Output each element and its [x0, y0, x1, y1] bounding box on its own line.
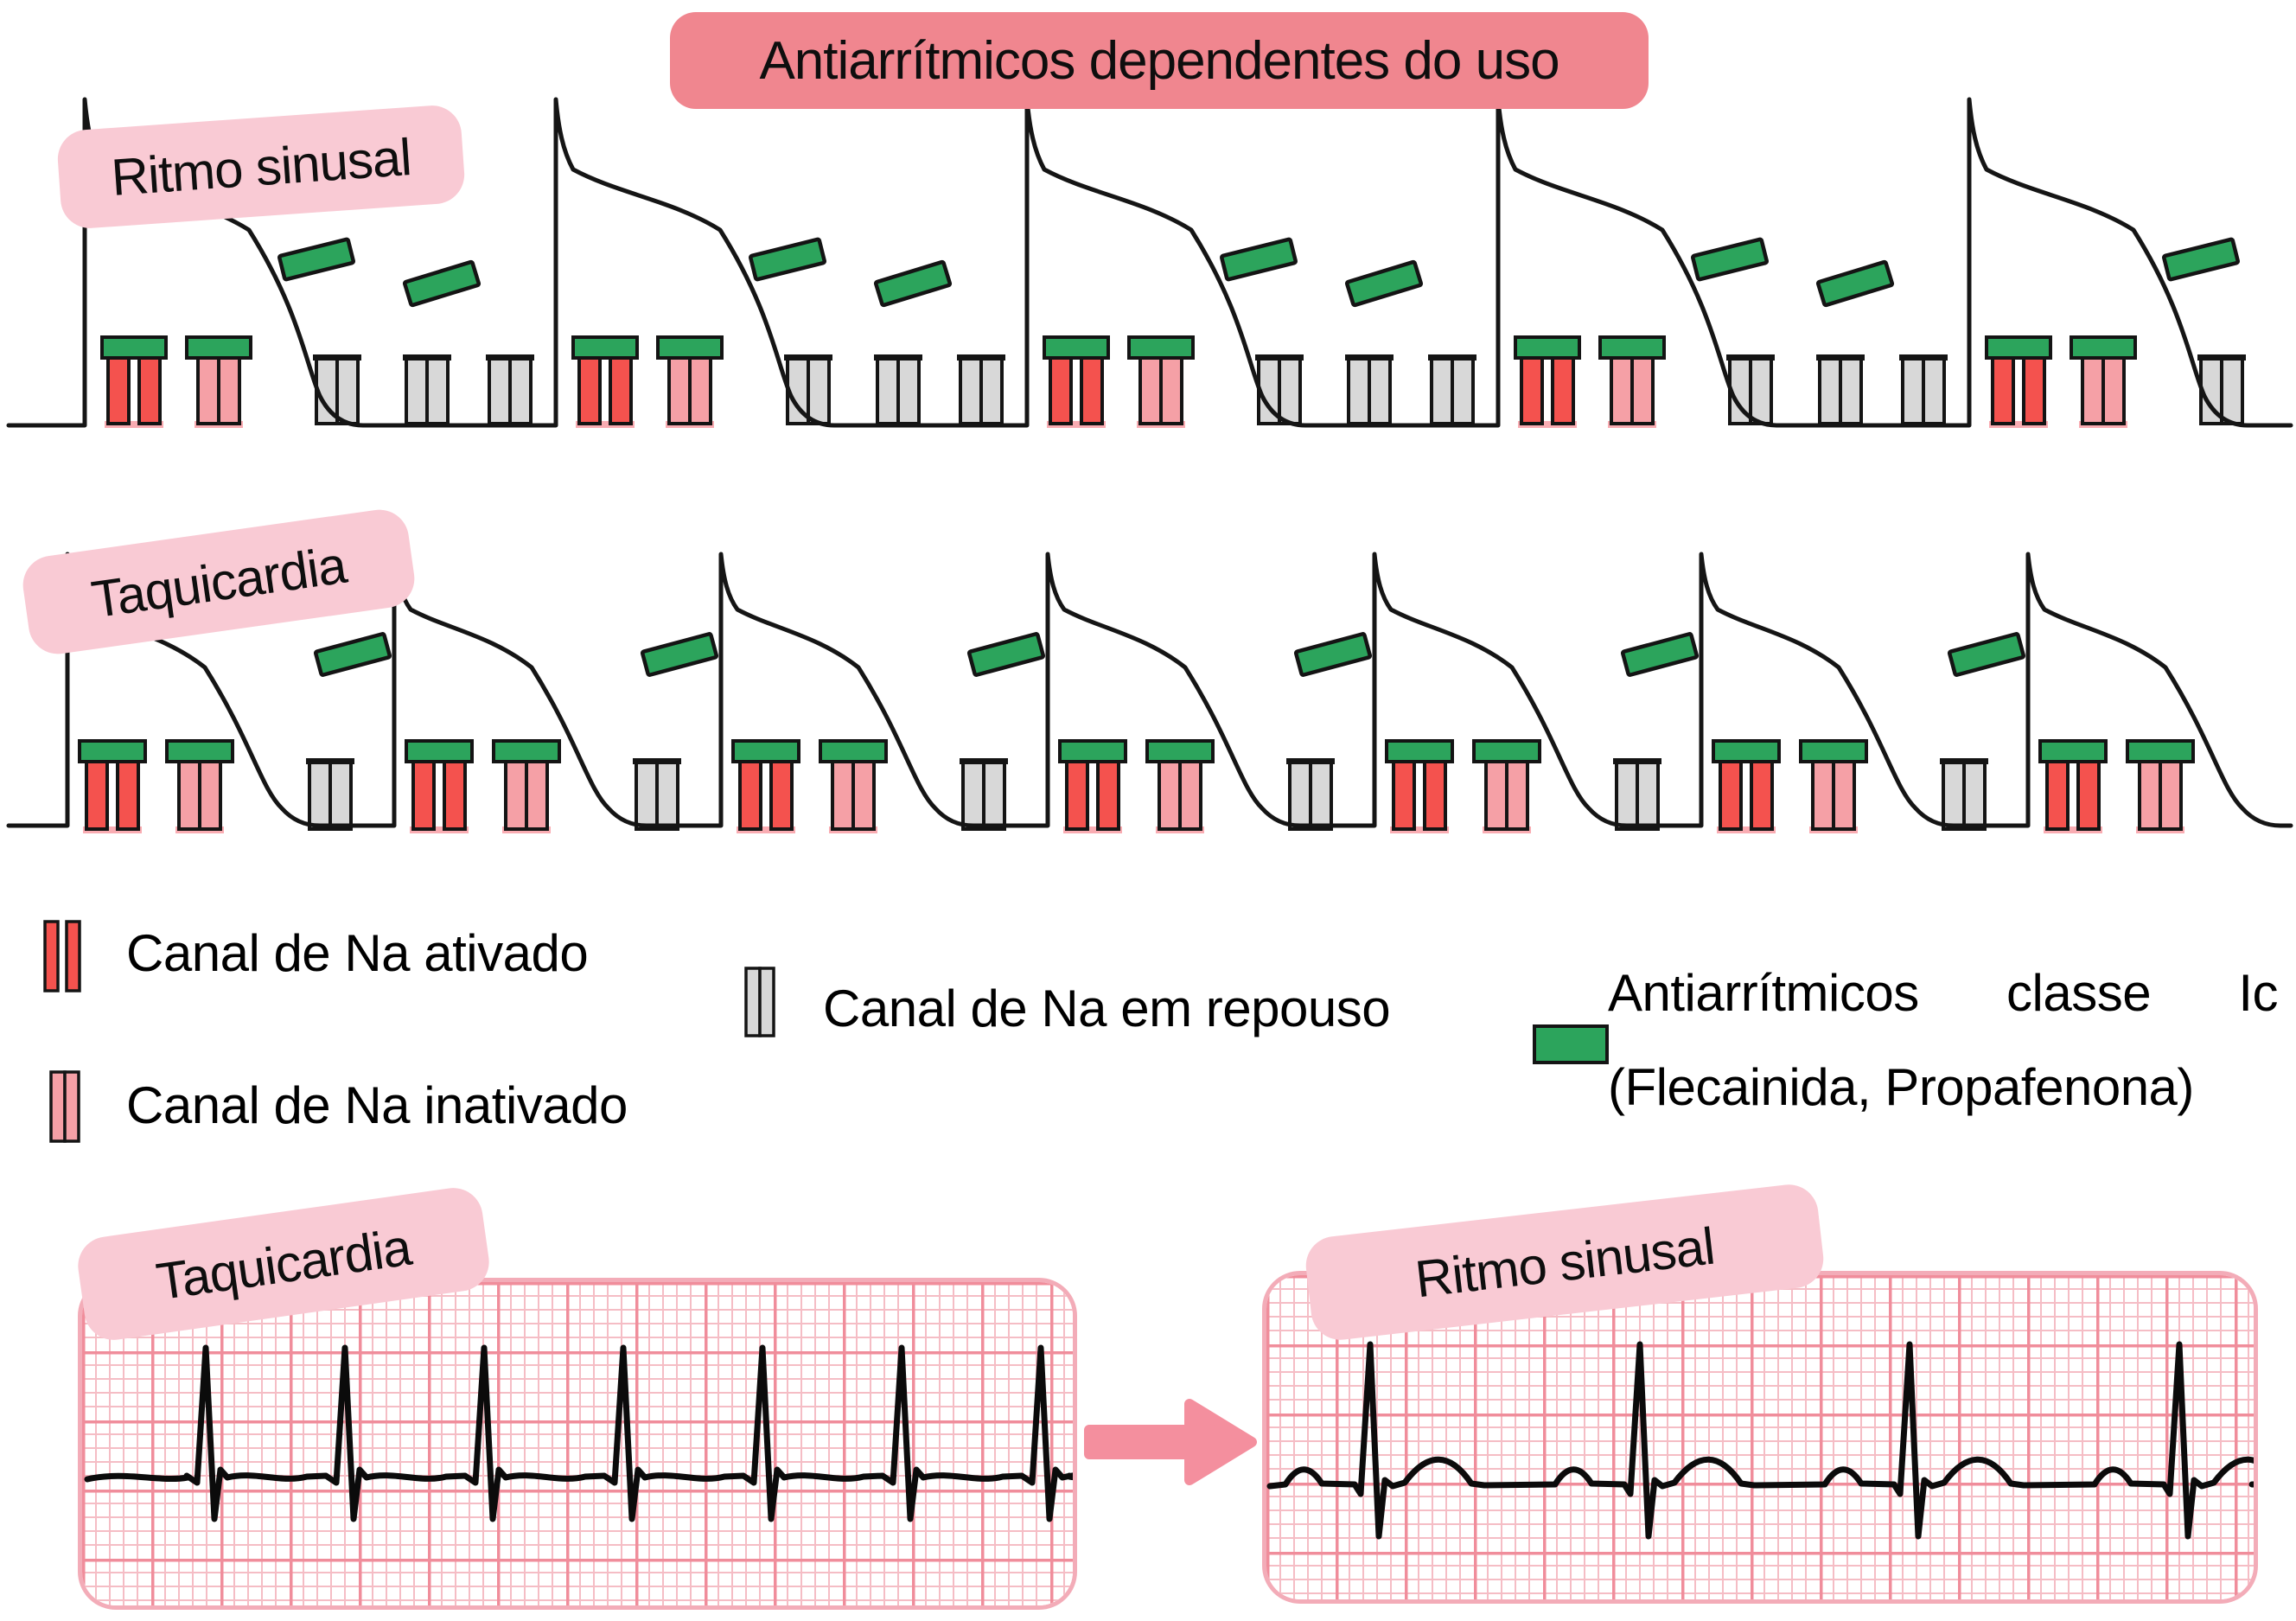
ecg-strip-taquicardia [78, 1278, 1077, 1610]
class-ic-drug-icon [1533, 1024, 1609, 1064]
ecg-label-ritmo-sinusal-text: Ritmo sinusal [1412, 1216, 1718, 1308]
na-channel-resting-icon [744, 967, 775, 1037]
row-tachy [6, 552, 2293, 833]
legend-activated-label: Canal de Na ativado [126, 924, 589, 982]
na-channel-activated-icon [43, 920, 81, 992]
label-ritmo-sinusal-text: Ritmo sinusal [109, 127, 413, 207]
page-title: Antiarrítmicos dependentes do uso [670, 12, 1649, 109]
arrow-right-icon [1084, 1399, 1257, 1485]
legend-resting-label: Canal de Na em repouso [823, 980, 1391, 1037]
page-title-text: Antiarrítmicos dependentes do uso [759, 30, 1559, 91]
legend-inactivated-label: Canal de Na inativado [126, 1076, 628, 1134]
row-sinus [6, 97, 2293, 428]
ecg-taquicardia-plot [82, 1282, 1073, 1605]
action-potential-diagram [6, 97, 2293, 833]
ecg-strip-ritmo-sinusal [1262, 1271, 2258, 1604]
ecg-label-taquicardia-text: Taquicardia [152, 1217, 415, 1311]
label-taquicardia-text: Taquicardia [87, 535, 350, 629]
legend-class-ic-line2: (Flecainida, Propafenona) [1608, 1058, 2194, 1116]
na-channel-inactivated-icon [49, 1070, 80, 1143]
